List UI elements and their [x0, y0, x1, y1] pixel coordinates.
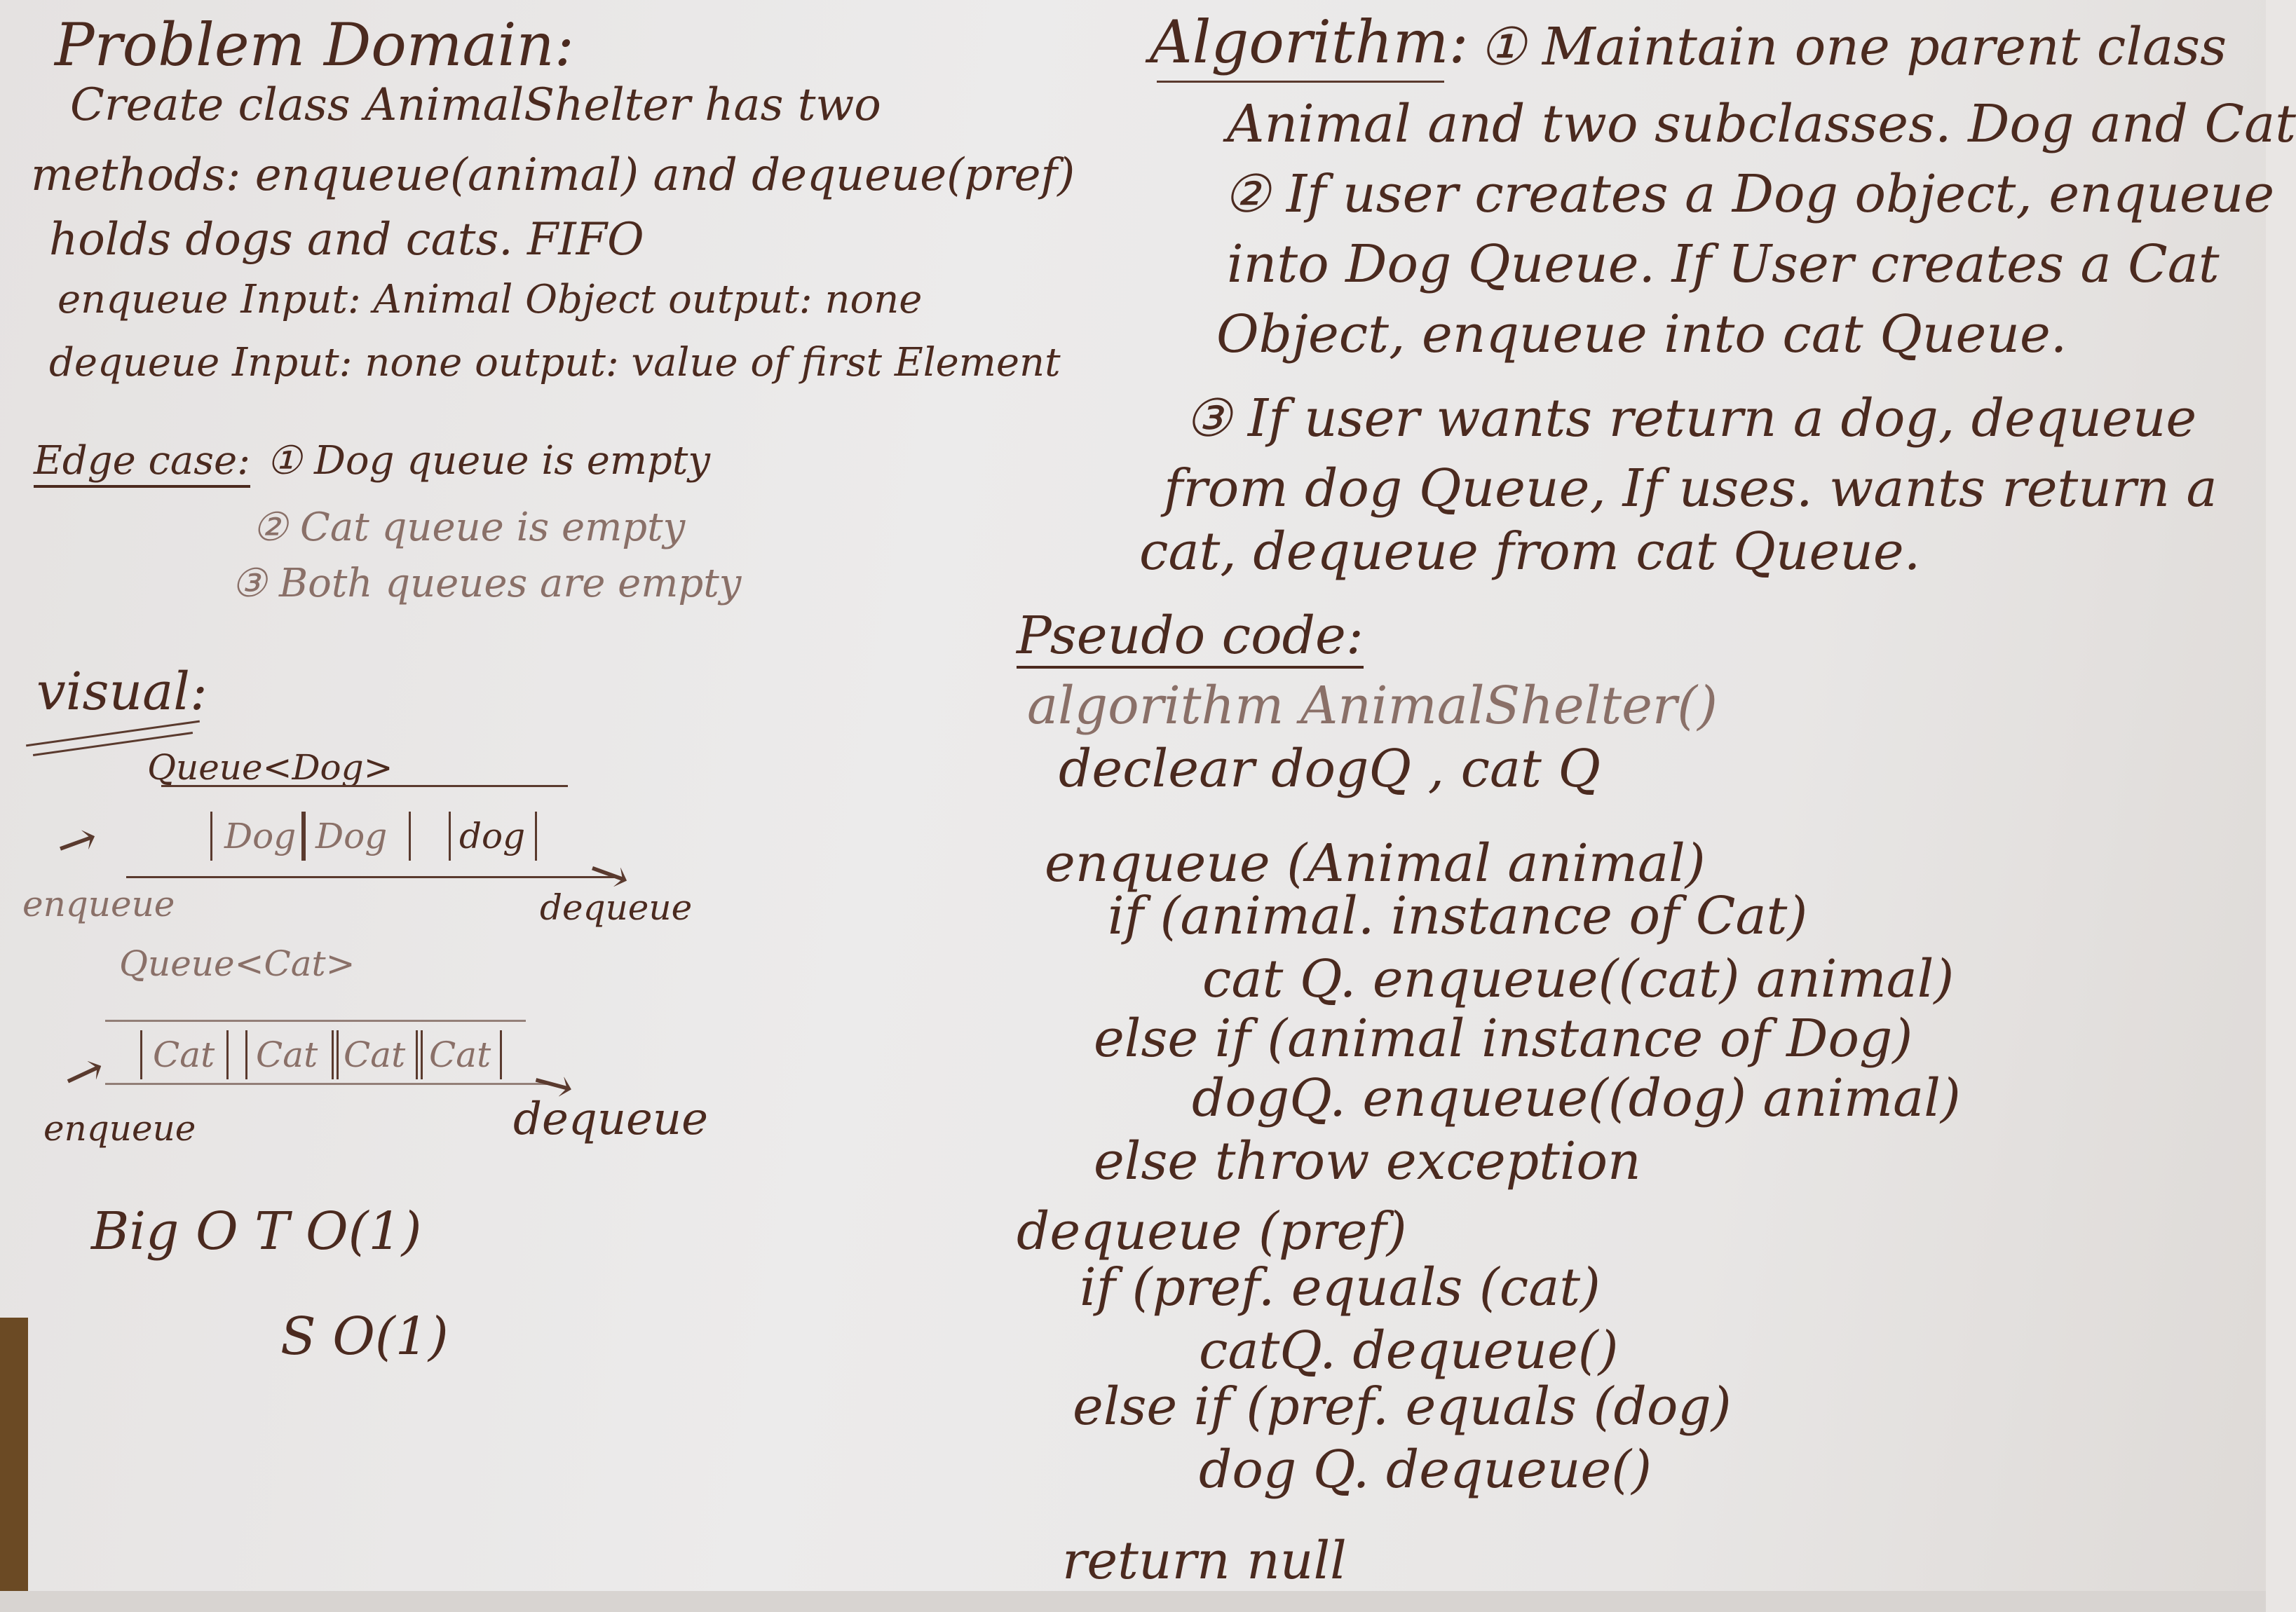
algorithm-line: ① Maintain one parent class: [1479, 17, 2227, 77]
cat-queue-top-line: [105, 1020, 526, 1022]
dog-enqueue-label: enqueue: [22, 884, 175, 924]
cat-enqueue-label: enqueue: [43, 1108, 196, 1149]
background-edge: [0, 1318, 28, 1612]
pseudocode-heading: Pseudo code:: [1017, 610, 1364, 669]
algorithm-heading: Algorithm:: [1150, 8, 1469, 76]
algorithm-line: ② If user creates a Dog object, enqueue: [1223, 164, 2275, 224]
cat-queue-bottom-line: [105, 1083, 554, 1085]
pseudocode-line: catQ. dequeue(): [1199, 1320, 1619, 1381]
cat-queue-cell-text: Cat: [153, 1034, 215, 1075]
algorithm-line: Animal and two subclasses. Dog and Cat: [1227, 94, 2296, 154]
pseudocode-line: if (pref. equals (cat): [1080, 1257, 1601, 1318]
problem-domain-line: Create class AnimalShelter has two: [70, 79, 881, 131]
pseudocode-line: if (animal. instance of Cat): [1108, 886, 1808, 946]
dog-dequeue-label: dequeue: [540, 887, 693, 928]
dog-queue-cell-text: Dog: [224, 816, 297, 856]
pseudocode-line: return null: [1062, 1531, 1347, 1591]
pseudocode-line: algorithm AnimalShelter(): [1027, 676, 1718, 736]
edge-case-item: ② Cat queue is empty: [252, 505, 686, 550]
edge-case-heading: Edge case:: [34, 442, 251, 488]
pseudocode-line: declear dogQ , cat Q: [1059, 739, 1601, 799]
dog-queue-cell-text: Dog: [315, 816, 388, 856]
dog-queue-bottom-line: [126, 876, 617, 878]
dog-queue-label: Queue<Dog>: [147, 747, 393, 788]
algorithm-line: into Dog Queue. If User creates a Cat: [1227, 234, 2220, 294]
big-o-time: Big O T O(1): [91, 1201, 422, 1262]
problem-domain-line: methods: enqueue(animal) and dequeue(pre…: [31, 149, 1075, 201]
algorithm-line: Object, enqueue into cat Queue.: [1216, 304, 2067, 364]
problem-domain-line: dequeue Input: none output: value of fir…: [49, 340, 1061, 385]
problem-domain-heading: Problem Domain:: [55, 11, 574, 79]
pseudocode-line: else if (pref. equals (dog): [1073, 1377, 1732, 1437]
cat-queue-label: Queue<Cat>: [119, 943, 355, 984]
pseudocode-line: cat Q. enqueue((cat) animal): [1202, 949, 1955, 1009]
cat-queue-cell: [245, 1030, 334, 1079]
big-o-space: S O(1): [280, 1306, 449, 1367]
edge-case-item: ③ Both queues are empty: [231, 561, 742, 606]
visual-heading: visual:: [36, 662, 208, 722]
problem-domain-line: holds dogs and cats. FIFO: [49, 214, 644, 266]
pseudocode-line: dogQ. enqueue((dog) animal): [1192, 1068, 1961, 1128]
cat-queue-cell-text: Cat: [429, 1034, 491, 1075]
cat-dequeue-label: dequeue: [513, 1093, 708, 1145]
dog-queue-cell: [210, 812, 306, 861]
dog-queue-cell: [449, 812, 537, 861]
pseudocode-line: enqueue (Animal animal): [1045, 833, 1706, 894]
problem-domain-line: enqueue Input: Animal Object output: non…: [57, 277, 923, 322]
edge-case-item: ① Dog queue is empty: [266, 438, 711, 484]
background-edge-bottom: [0, 1591, 2266, 1612]
algorithm-line: from dog Queue, If uses. wants return a: [1164, 458, 2217, 519]
cat-queue-cell: [421, 1030, 502, 1079]
dog-queue-cell: [301, 812, 411, 861]
dog-queue-top-line: [161, 785, 568, 787]
algorithm-line: ③ If user wants return a dog, dequeue: [1185, 388, 2197, 449]
algorithm-line: cat, dequeue from cat Queue.: [1139, 521, 1921, 582]
pseudocode-line: dog Q. dequeue(): [1199, 1440, 1652, 1500]
pseudocode-line: else throw exception: [1094, 1131, 1641, 1191]
dog-queue-cell-text: dog: [459, 816, 526, 856]
pseudocode-line: dequeue (pref): [1017, 1201, 1407, 1262]
cat-queue-cell-text: Cat: [344, 1034, 406, 1075]
algorithm-underline: [1157, 81, 1444, 83]
pseudocode-line: else if (animal instance of Dog): [1094, 1009, 1913, 1069]
cat-queue-cell: [337, 1030, 418, 1079]
cat-queue-cell-text: Cat: [256, 1034, 318, 1075]
cat-queue-cell: [140, 1030, 229, 1079]
